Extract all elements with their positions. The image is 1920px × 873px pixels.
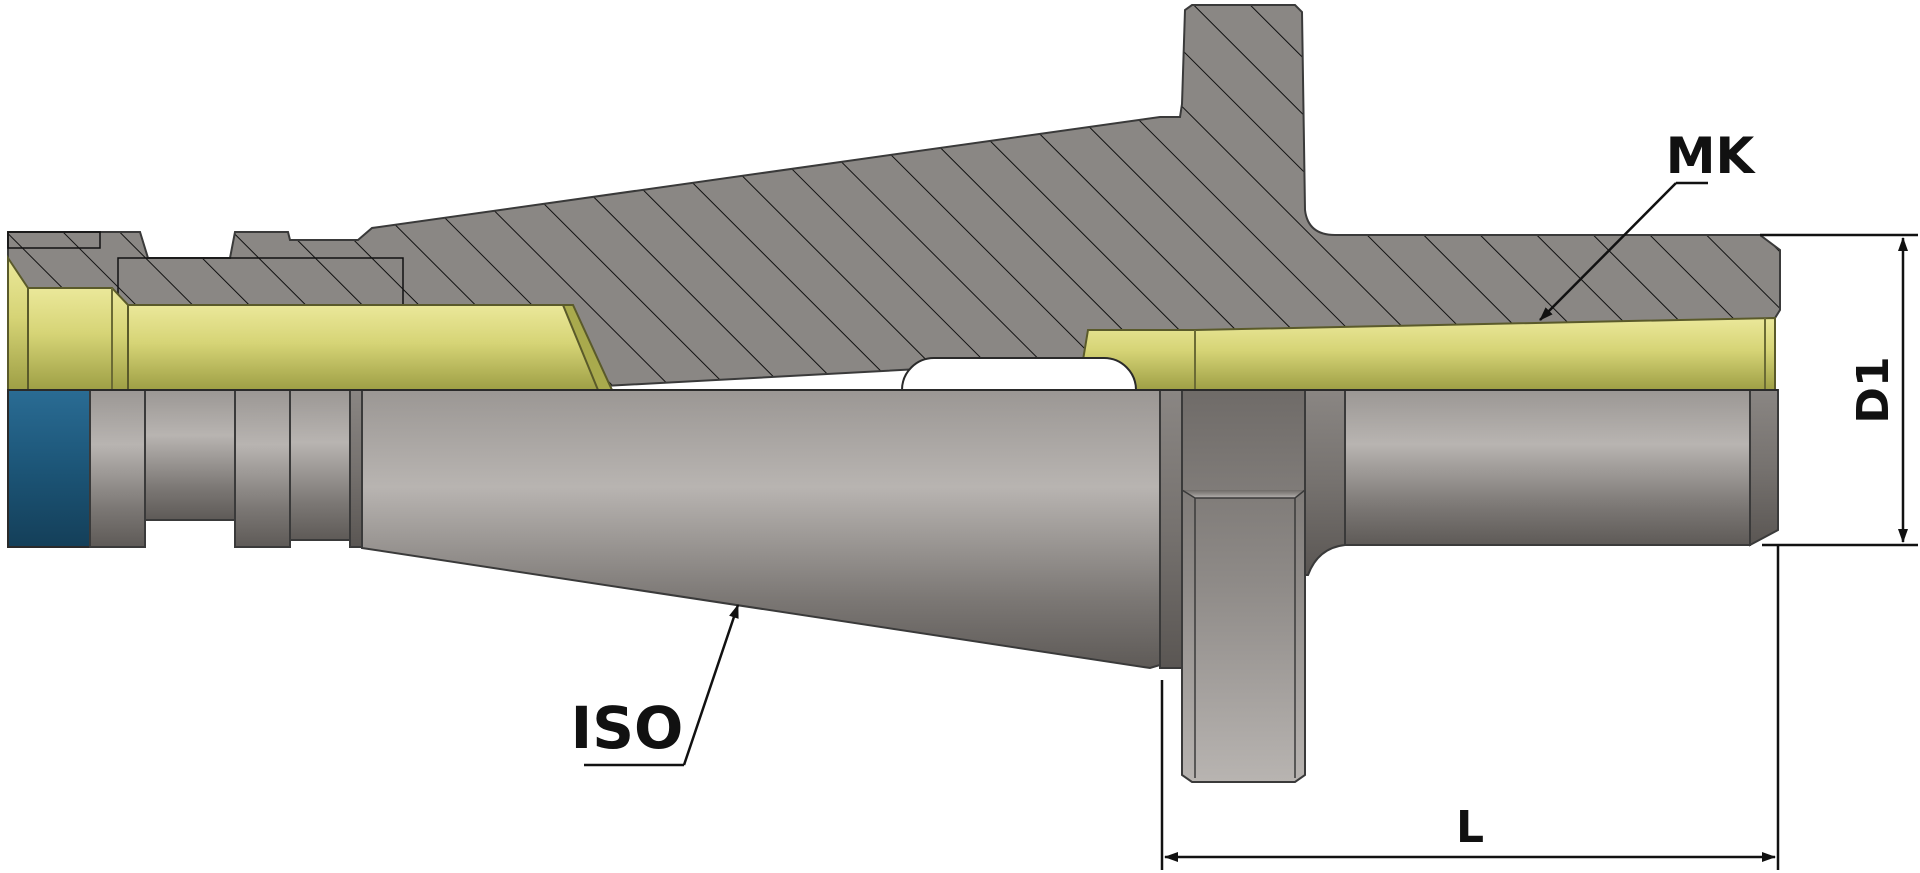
iso-taper (361, 389, 1161, 670)
knob-collar (234, 389, 291, 548)
iso-leader-arrow (682, 604, 740, 766)
shank-chamfer (1749, 389, 1779, 547)
taper-end-ring (1159, 389, 1183, 669)
knob-step (289, 389, 351, 541)
knob-neck (144, 389, 236, 521)
blue-ring (7, 389, 91, 548)
l-label: L (1456, 802, 1484, 853)
d1-label: D1 (1848, 356, 1899, 423)
iso-label: ISO (571, 694, 684, 762)
output-shank (1344, 389, 1751, 546)
mk-label: MK (1666, 127, 1757, 185)
mk-leader-arrow (1539, 182, 1677, 321)
section-body (7, 4, 1781, 391)
section-groove (7, 231, 101, 249)
retention-knob (89, 389, 146, 548)
flange (1181, 389, 1306, 783)
knob-ring (349, 389, 363, 548)
neck-fillet (1304, 389, 1346, 576)
flange-face (1181, 489, 1306, 499)
collet-insert-main (127, 304, 614, 391)
